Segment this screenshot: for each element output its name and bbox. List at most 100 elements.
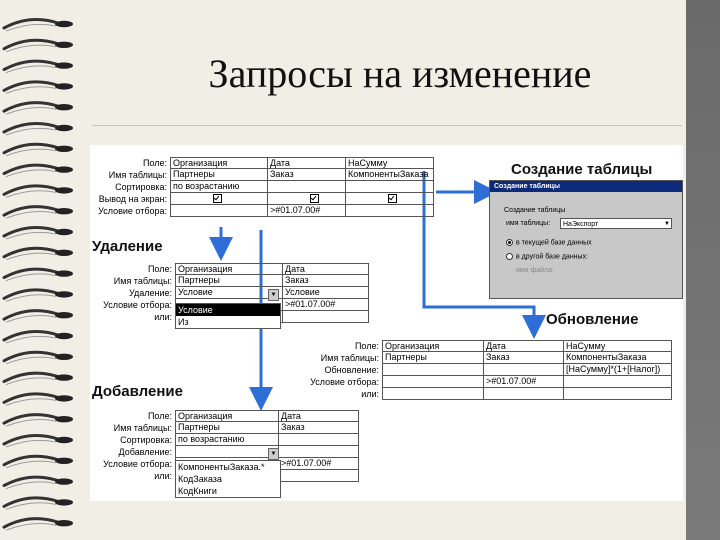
title-divider — [92, 125, 682, 126]
append-dropdown-list[interactable]: КомпонентыЗаказа.* КодЗаказа КодКниги — [175, 460, 281, 498]
grid-cell[interactable]: Организация — [175, 263, 283, 275]
row-label: Удаление: — [128, 288, 172, 298]
grid-cell[interactable] — [175, 446, 279, 458]
grid-cell[interactable]: Дата — [268, 157, 346, 169]
grid-row: Сортировка:по возрастанию — [90, 434, 359, 446]
dropdown-option[interactable]: Условие — [176, 304, 280, 316]
grid-cell[interactable]: Условие — [283, 287, 369, 299]
grid-cell[interactable]: Заказ — [484, 352, 564, 364]
grid-cell[interactable] — [346, 181, 434, 193]
grid-cell[interactable]: по возрастанию — [170, 181, 268, 193]
radio-other-db[interactable]: в другой базе данных: — [506, 253, 588, 260]
table-name-label: имя таблицы: — [506, 220, 551, 227]
append-heading: Добавление — [92, 383, 183, 400]
grid-cell[interactable] — [268, 181, 346, 193]
grid-row: Сортировка:по возрастанию — [92, 181, 434, 193]
grid-cell[interactable] — [382, 364, 484, 376]
dropdown-option[interactable]: КомпонентыЗаказа.* — [178, 462, 265, 472]
spiral-binding — [2, 17, 73, 531]
grid-cell[interactable] — [382, 388, 484, 400]
grid-cell[interactable]: по возрастанию — [175, 434, 279, 446]
grid-cell[interactable] — [170, 193, 268, 205]
grid-cell[interactable] — [382, 376, 484, 388]
grid-cell[interactable] — [484, 364, 564, 376]
grid-cell[interactable] — [564, 388, 672, 400]
grid-cell[interactable]: Партнеры — [175, 275, 283, 287]
dialog-section-label: Создание таблицы — [504, 207, 566, 214]
make-table-dialog: Создание таблицы Создание таблицы имя та… — [489, 180, 683, 299]
radio-current-db[interactable]: в текущей базе данных — [506, 239, 592, 246]
dropdown-option[interactable]: Из — [178, 317, 189, 327]
grid-cell[interactable] — [279, 434, 359, 446]
chevron-down-icon[interactable]: ▼ — [268, 289, 279, 301]
grid-cell[interactable]: НаСумму — [346, 157, 434, 169]
row-label: Поле: — [147, 411, 172, 421]
grid-cell[interactable]: Заказ — [268, 169, 346, 181]
grid-cell[interactable]: Дата — [484, 340, 564, 352]
grid-cell[interactable]: Дата — [283, 263, 369, 275]
grid-cell[interactable]: Заказ — [279, 422, 359, 434]
grid-cell[interactable] — [279, 470, 359, 482]
grid-cell[interactable]: [НаСумму]*(1+[Налог]) — [564, 364, 672, 376]
grid-cell[interactable]: Партнеры — [170, 169, 268, 181]
chevron-down-icon[interactable]: ▼ — [664, 221, 670, 227]
grid-cell[interactable]: >#01.07.00# — [283, 299, 369, 311]
file-name-label: имя файла: — [516, 267, 554, 274]
table-name-input[interactable]: НаЭкспорт▼ — [560, 218, 672, 229]
grid-cell[interactable]: Партнеры — [175, 422, 279, 434]
dropdown-option[interactable]: КодЗаказа — [178, 474, 222, 484]
dropdown-option[interactable]: КодКниги — [178, 486, 217, 496]
grid-cell[interactable] — [346, 205, 434, 217]
chevron-down-icon[interactable]: ▼ — [268, 448, 279, 460]
grid-cell[interactable]: Заказ — [283, 275, 369, 287]
radio-other-label: в другой базе данных: — [516, 253, 589, 261]
grid-cell[interactable]: Организация — [175, 410, 279, 422]
grid-cell[interactable]: КомпонентыЗаказа — [564, 352, 672, 364]
grid-cell[interactable]: >#01.07.00# — [279, 458, 359, 470]
radio-current-label: в текущей базе данных — [516, 239, 592, 247]
grid-cell[interactable] — [564, 376, 672, 388]
grid-cell[interactable]: Дата — [279, 410, 359, 422]
grid-cell[interactable]: Организация — [382, 340, 484, 352]
grid-cell[interactable]: Партнеры — [382, 352, 484, 364]
delete-dropdown-list[interactable]: Условие Из — [175, 303, 281, 329]
checkbox-icon[interactable] — [213, 194, 222, 203]
grid-cell[interactable] — [279, 446, 359, 458]
radio-on-icon — [506, 239, 513, 246]
make-table-heading: Создание таблицы — [511, 161, 653, 178]
grid-row: Условие отбора:>#01.07.00# — [92, 205, 434, 217]
grid-cell[interactable]: КомпонентыЗаказа — [346, 169, 434, 181]
row-label: Обновление: — [324, 365, 379, 375]
grid-row: Условие отбора: >#01.07.00# — [300, 376, 672, 388]
grid-cell[interactable] — [283, 311, 369, 323]
page-title: Запросы на изменение — [208, 51, 592, 96]
checkbox-icon[interactable] — [310, 194, 319, 203]
row-label: Условие отбора: — [310, 377, 379, 387]
row-label: Поле: — [147, 264, 172, 274]
grid-row: Вывод на экран: — [92, 193, 434, 205]
grid-cell[interactable] — [170, 205, 268, 217]
grid-row: или: — [300, 388, 672, 400]
dialog-title: Создание таблицы — [490, 181, 682, 192]
row-label: Имя таблицы: — [108, 170, 167, 180]
grid-cell[interactable] — [484, 388, 564, 400]
row-label: Поле: — [142, 158, 167, 168]
grid-cell[interactable]: >#01.07.00# — [484, 376, 564, 388]
grid-cell[interactable] — [346, 193, 434, 205]
grid-cell[interactable]: Условие — [175, 287, 283, 299]
row-label: или: — [154, 471, 172, 481]
checkbox-icon[interactable] — [388, 194, 397, 203]
grid-cell[interactable]: >#01.07.00# — [268, 205, 346, 217]
grid-cell[interactable] — [268, 193, 346, 205]
row-label: или: — [361, 389, 379, 399]
grid-cell[interactable]: НаСумму — [564, 340, 672, 352]
grid-cell[interactable]: Организация — [170, 157, 268, 169]
